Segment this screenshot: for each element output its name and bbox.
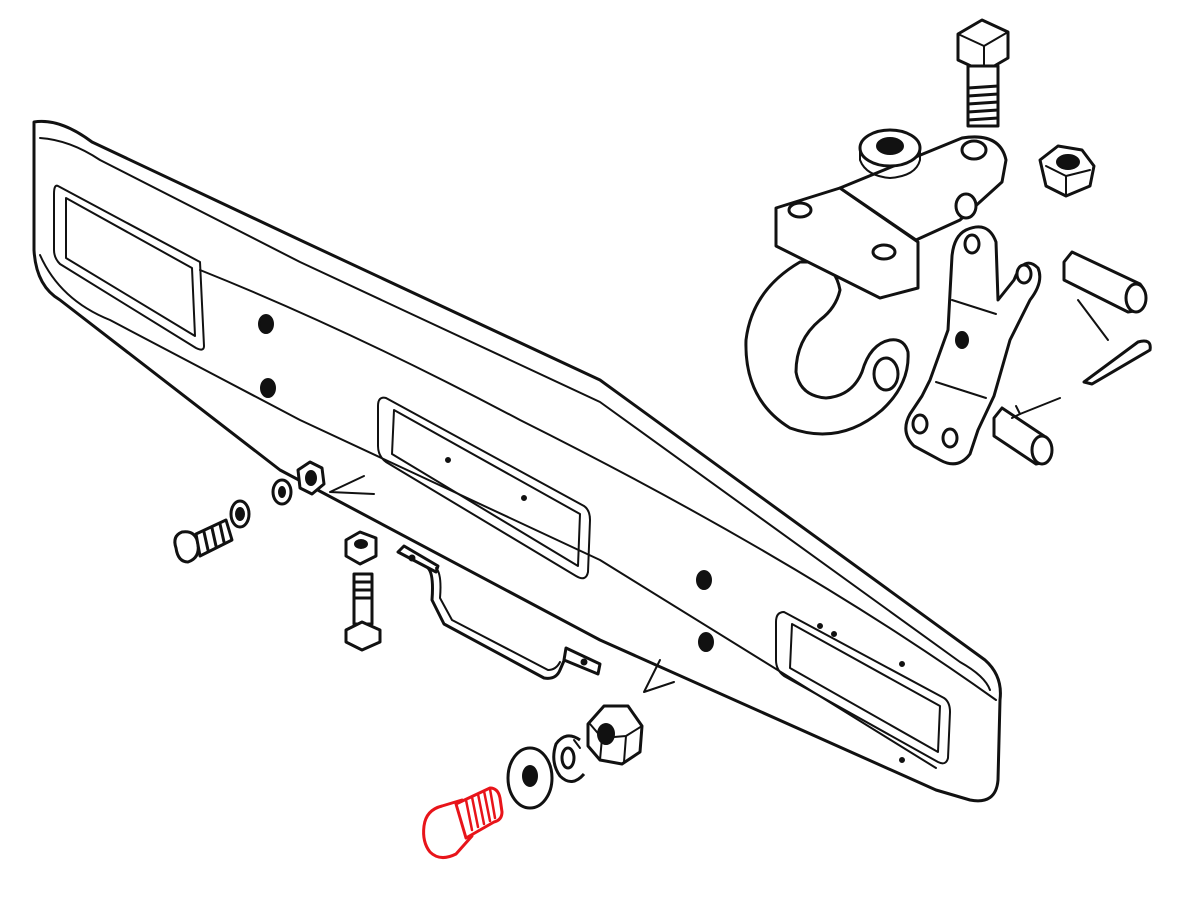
hex-nut <box>586 704 644 766</box>
bumper-bar <box>32 119 1002 803</box>
tow-hook-washer <box>858 128 922 179</box>
lock-washer <box>552 734 586 783</box>
side-lock-washer <box>271 478 293 506</box>
side-bolt <box>173 518 234 564</box>
side-nut <box>296 460 375 496</box>
hook-latch <box>904 225 1042 466</box>
side-washer <box>229 499 251 529</box>
tow-hook-nut <box>1038 144 1096 198</box>
clevis-pin <box>992 250 1148 466</box>
plow-bolt-highlighted <box>422 786 504 859</box>
vertical-nut <box>344 530 378 566</box>
tow-hook-assembly <box>744 135 1008 436</box>
flat-washer <box>506 746 554 810</box>
tow-hook-bolt <box>956 18 1010 128</box>
cotter-pin <box>1011 299 1152 419</box>
bracket-rod <box>396 544 675 693</box>
vertical-bolt <box>344 572 382 652</box>
